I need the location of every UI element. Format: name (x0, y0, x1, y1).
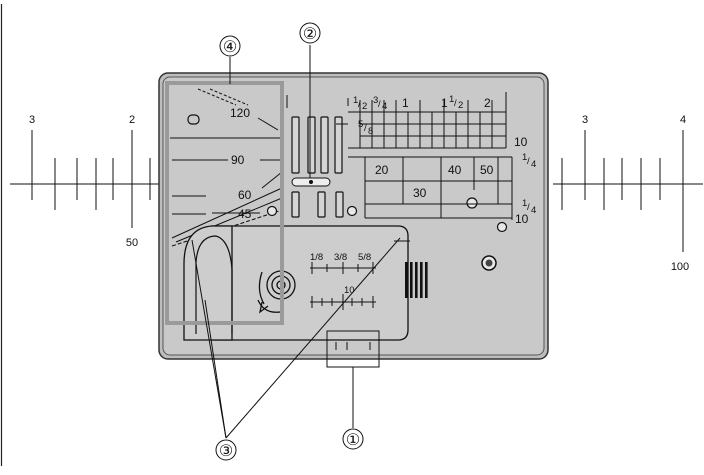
top-label-one-half-slash: / (454, 98, 457, 109)
metric-label-30: 30 (413, 186, 427, 200)
cover-label-5-8: 5/8 (358, 252, 371, 263)
frac-five-eighth-num: 5 (358, 119, 363, 130)
metric-label-40: 40 (448, 163, 462, 177)
cover-seam-scale (310, 262, 376, 310)
callout-3: ③ (215, 439, 237, 461)
right-quarter-b-num: 1 (522, 198, 527, 209)
right-scale-label-4: 4 (680, 114, 686, 126)
oval-slot (187, 114, 200, 125)
bobbin-screw (481, 255, 497, 271)
top-label-one-half-den: 2 (458, 100, 463, 111)
frac-half-den: 2 (362, 101, 367, 112)
left-scale-label-2: 2 (129, 114, 135, 126)
angle-label-60: 60 (238, 188, 252, 202)
cover-label-10: 10 (344, 285, 355, 296)
callout-1-label: ① (346, 432, 360, 449)
callout-2-label: ② (303, 26, 317, 43)
frac-half-num: 1 (353, 95, 358, 106)
cover-grip-ribs (405, 262, 428, 298)
cover-label-3-8: 3/8 (334, 252, 347, 263)
frac-three-quarter-num: 3 (373, 95, 378, 106)
needle-drop-point (309, 180, 313, 184)
top-label-one: 1 (402, 96, 409, 110)
callout-4: ④ (219, 35, 241, 57)
left-scale-label-50: 50 (126, 237, 138, 249)
frac-three-quarter-den: 4 (382, 101, 387, 112)
left-seam-scale (10, 130, 160, 228)
right-quarter-a-slash: / (527, 156, 530, 167)
metric-label-20: 20 (375, 163, 389, 177)
frac-three-quarter-slash: / (378, 99, 381, 110)
screw-metric (466, 197, 478, 209)
cover-label-1-8: 1/8 (310, 252, 323, 263)
top-label-one-half-whole: 1 (441, 96, 448, 110)
right-seam-scale (553, 130, 703, 252)
angle-guide-highlight-frame (165, 81, 284, 325)
frac-five-eighth-den: 8 (368, 126, 373, 137)
metric-grid (348, 156, 513, 220)
callout-1: ① (342, 428, 364, 450)
right-label-10-bottom: 10 (515, 212, 529, 226)
angle-label-90: 90 (231, 153, 245, 167)
metric-label-50: 50 (480, 163, 494, 177)
screw-left (266, 205, 278, 217)
cover-release-arc (195, 235, 233, 334)
angle-label-45: 45 (238, 207, 252, 221)
top-label-one-half-num: 1 (449, 94, 454, 105)
right-quarter-a-den: 4 (531, 159, 536, 170)
inch-grid (336, 92, 507, 149)
frac-five-eighth-slash: / (364, 123, 367, 134)
frac-half-slash: / (358, 99, 361, 110)
top-label-two: 2 (484, 96, 491, 110)
right-quarter-a-num: 1 (522, 152, 527, 163)
callout-2: ② (299, 22, 321, 44)
right-quarter-b-den: 4 (531, 205, 536, 216)
callout-3-label: ③ (219, 443, 233, 460)
right-scale-label-3: 3 (582, 114, 588, 126)
right-label-10-top: 10 (514, 135, 528, 149)
callout-leaders (191, 45, 401, 439)
screw-right (496, 221, 508, 233)
left-scale-label-3: 3 (29, 114, 35, 126)
right-scale-label-100: 100 (671, 261, 689, 273)
right-quarter-b-slash: / (527, 202, 530, 213)
screw-center (346, 205, 358, 217)
angle-label-120: 120 (230, 106, 250, 120)
callout-4-label: ④ (223, 39, 237, 56)
